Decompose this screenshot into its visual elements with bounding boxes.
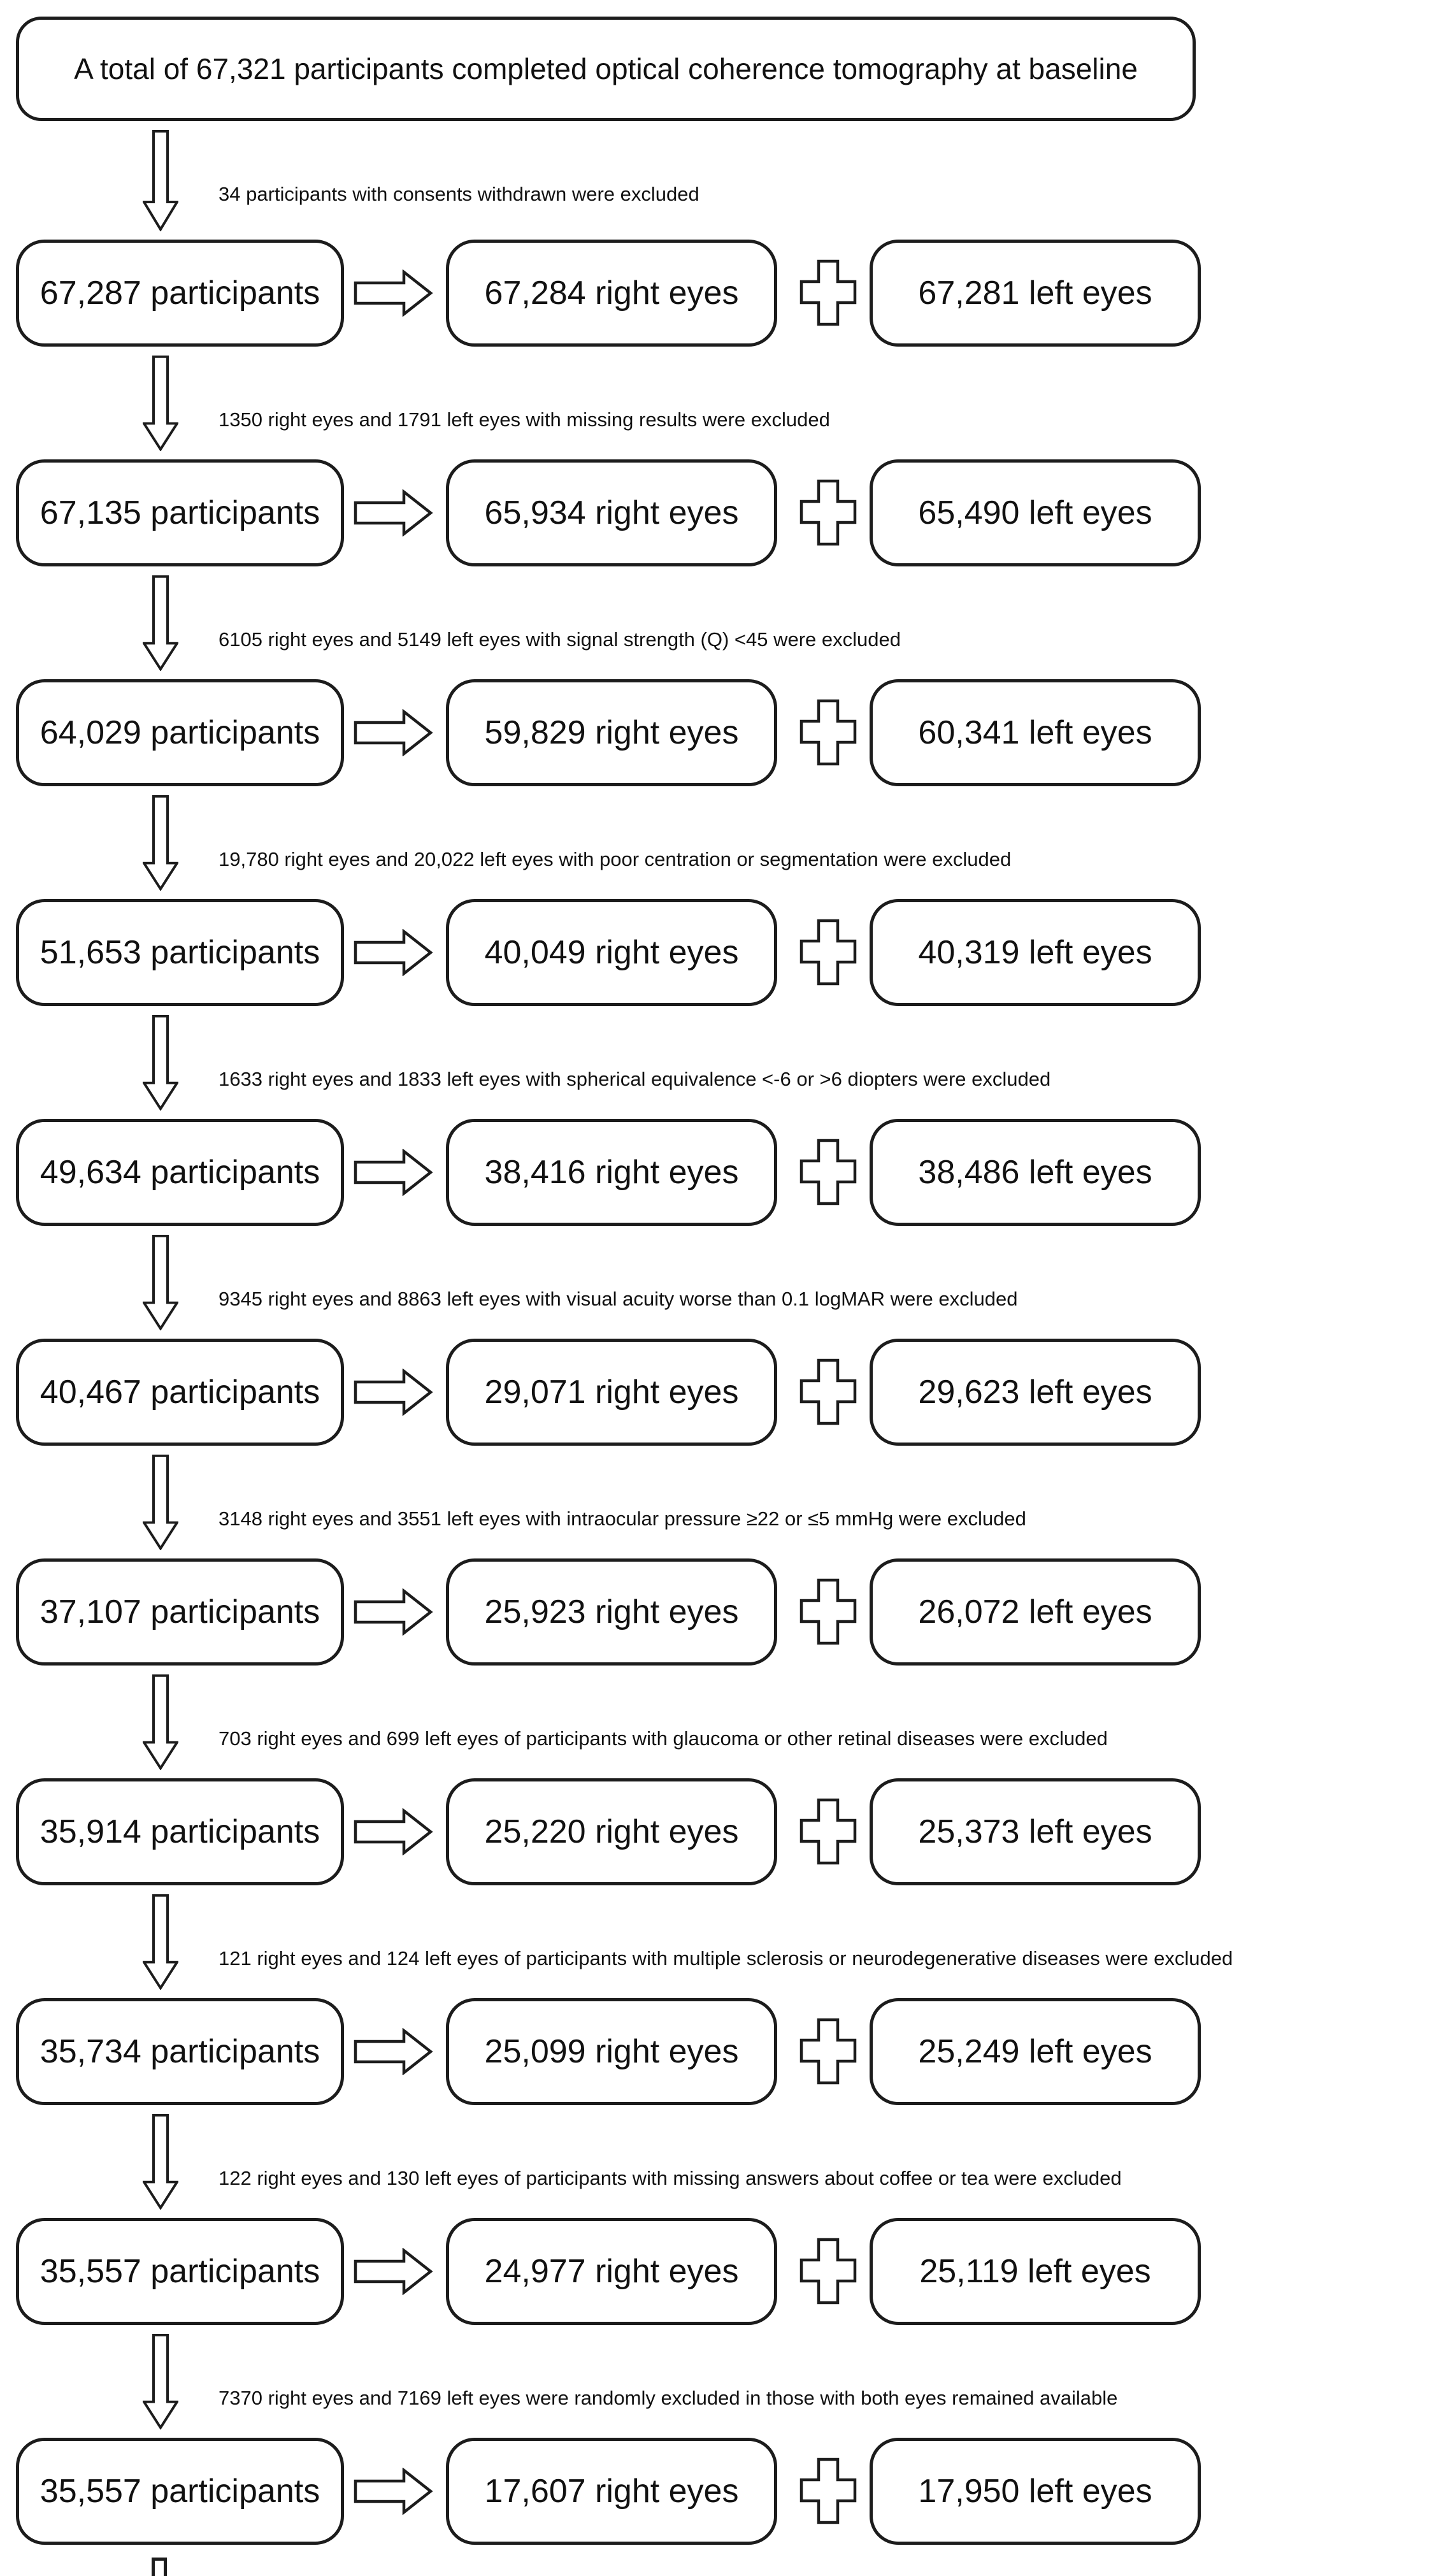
left-eyes-box: 40,319 left eyes [870,899,1201,1006]
exclusion-note: 122 right eyes and 130 left eyes of part… [219,2167,1122,2189]
flow-row: 34 participants with consents withdrawn … [0,121,1448,347]
exclusion-note: 121 right eyes and 124 left eyes of part… [219,1947,1233,1969]
right-arrow-icon [354,709,433,756]
plus-icon [799,699,857,766]
participants-box: 35,557 participants [16,2438,344,2545]
participants-box: 35,734 participants [16,1998,344,2105]
right-eyes-box: 38,416 right eyes [446,1119,777,1226]
exclusion-note: 19,780 right eyes and 20,022 left eyes w… [219,848,1012,870]
flow-row: 122 right eyes and 130 left eyes of part… [0,2105,1448,2325]
flow-row: 1633 right eyes and 1833 left eyes with … [0,1006,1448,1226]
right-eyes-box: 40,049 right eyes [446,899,777,1006]
left-eyes-box: 67,281 left eyes [870,240,1201,347]
right-eyes-box: 65,934 right eyes [446,459,777,566]
right-eyes-box: 17,607 right eyes [446,2438,777,2545]
participants-box: 37,107 participants [16,1558,344,1666]
down-arrow-icon [143,130,178,231]
plus-icon [799,1578,857,1645]
exclusion-note: 6105 right eyes and 5149 left eyes with … [219,628,901,651]
exclusion-note: 7370 right eyes and 7169 left eyes were … [219,2387,1118,2409]
down-arrow-icon [143,355,178,451]
right-eyes-box: 29,071 right eyes [446,1339,777,1446]
exclusion-note: 3148 right eyes and 3551 left eyes with … [219,1507,1026,1530]
flow-row: 3148 right eyes and 3551 left eyes with … [0,1446,1448,1666]
exclusion-note: 703 right eyes and 699 left eyes of part… [219,1727,1108,1750]
flow-row: 1350 right eyes and 1791 left eyes with … [0,347,1448,566]
right-arrow-icon [354,1149,433,1196]
left-eyes-box: 65,490 left eyes [870,459,1201,566]
right-eyes-box: 25,099 right eyes [446,1998,777,2105]
exclusion-note: 9345 right eyes and 8863 left eyes with … [219,1288,1018,1310]
flow-row: 121 right eyes and 124 left eyes of part… [0,1885,1448,2105]
right-arrow-icon [354,1808,433,1855]
left-eyes-box: 25,249 left eyes [870,1998,1201,2105]
plus-icon [799,919,857,986]
left-eyes-box: 17,950 left eyes [870,2438,1201,2545]
down-arrow-icon [143,1234,178,1330]
left-eyes-box: 60,341 left eyes [870,679,1201,786]
left-eyes-box: 25,119 left eyes [870,2218,1201,2325]
cutoff-down-arrow-stub [152,2558,167,2576]
left-eyes-box: 29,623 left eyes [870,1339,1201,1446]
exclusion-note: 1633 right eyes and 1833 left eyes with … [219,1068,1051,1090]
right-eyes-box: 67,284 right eyes [446,240,777,347]
participants-box: 67,135 participants [16,459,344,566]
right-arrow-icon [354,2028,433,2075]
left-eyes-box: 38,486 left eyes [870,1119,1201,1226]
right-arrow-icon [354,2248,433,2295]
down-arrow-icon [143,1674,178,1770]
participants-box: 35,914 participants [16,1778,344,1885]
plus-icon [799,1358,857,1425]
flow-row: 6105 right eyes and 5149 left eyes with … [0,566,1448,786]
down-arrow-icon [143,575,178,671]
down-arrow-icon [143,1894,178,1990]
plus-icon [799,2018,857,2085]
right-eyes-box: 59,829 right eyes [446,679,777,786]
flow-row: 9345 right eyes and 8863 left eyes with … [0,1226,1448,1446]
down-arrow-icon [143,795,178,891]
right-arrow-icon [354,270,433,317]
plus-icon [799,2238,857,2305]
exclusion-note: 1350 right eyes and 1791 left eyes with … [219,408,830,431]
right-eyes-box: 24,977 right eyes [446,2218,777,2325]
right-arrow-icon [354,2468,433,2515]
down-arrow-icon [143,1454,178,1550]
plus-icon [799,1139,857,1205]
plus-icon [799,1798,857,1865]
right-arrow-icon [354,929,433,976]
down-arrow-icon [143,2113,178,2210]
participants-box: 67,287 participants [16,240,344,347]
plus-icon [799,479,857,546]
left-eyes-box: 25,373 left eyes [870,1778,1201,1885]
right-arrow-icon [354,1369,433,1416]
down-arrow-icon [143,1014,178,1111]
participants-box: 35,557 participants [16,2218,344,2325]
right-eyes-box: 25,923 right eyes [446,1558,777,1666]
flow-row: 19,780 right eyes and 20,022 left eyes w… [0,786,1448,1006]
plus-icon [799,2457,857,2524]
baseline-total-box: A total of 67,321 participants completed… [16,17,1196,121]
participants-box: 64,029 participants [16,679,344,786]
flow-row: 703 right eyes and 699 left eyes of part… [0,1666,1448,1885]
participants-box: 40,467 participants [16,1339,344,1446]
participants-box: 51,653 participants [16,899,344,1006]
left-eyes-box: 26,072 left eyes [870,1558,1201,1666]
plus-icon [799,259,857,326]
flow-row: 7370 right eyes and 7169 left eyes were … [0,2325,1448,2545]
right-eyes-box: 25,220 right eyes [446,1778,777,1885]
down-arrow-icon [143,2333,178,2429]
participants-box: 49,634 participants [16,1119,344,1226]
right-arrow-icon [354,489,433,536]
exclusion-note: 34 participants with consents withdrawn … [219,183,699,205]
right-arrow-icon [354,1588,433,1636]
